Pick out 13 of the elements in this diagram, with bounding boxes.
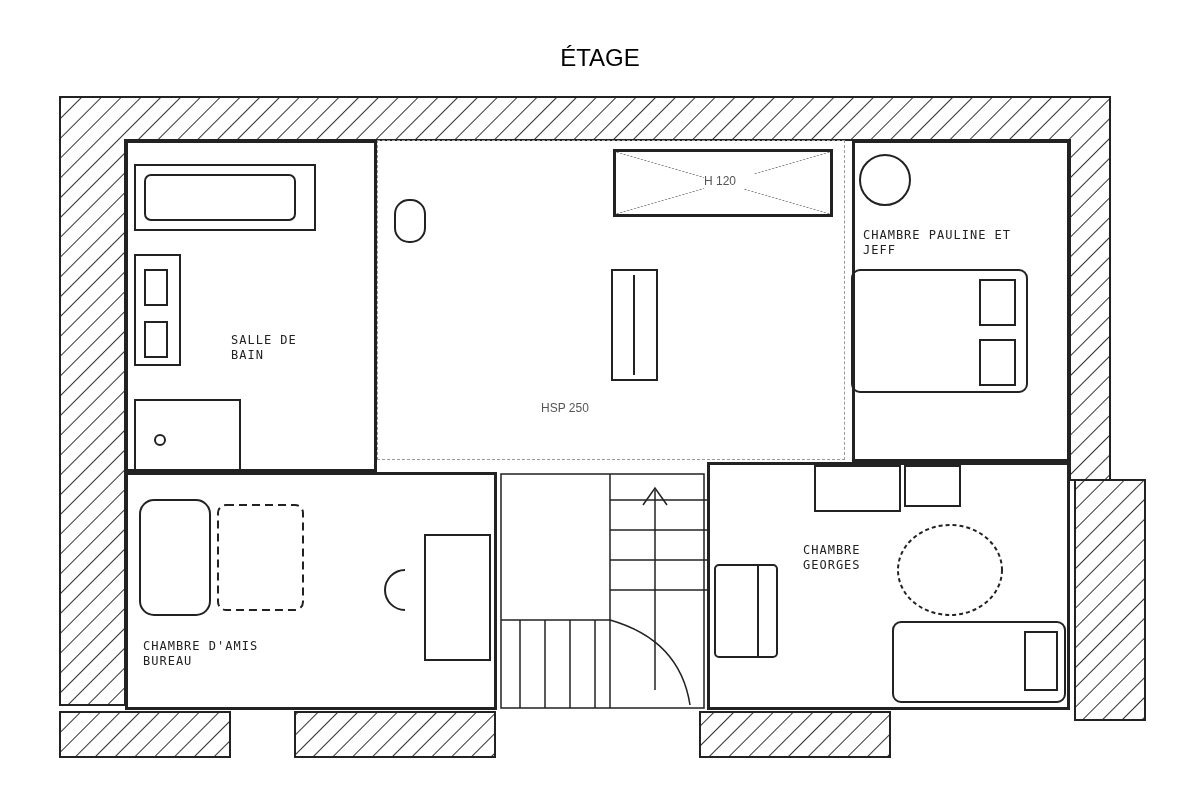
landing-area [377,140,845,460]
room-label: CHAMBRE GEORGES [803,543,862,573]
room [852,140,1070,462]
ceiling-height-label: HSP 250 [541,401,590,416]
room-label: CHAMBRE D'AMIS BUREAU [143,639,260,669]
height-label: H 120 [704,174,754,189]
room [125,140,377,472]
plan-title: ÉTAGE [560,44,640,72]
cupboard [613,149,833,217]
room-label: SALLE DE BAIN [231,333,298,363]
room [707,462,1070,710]
room [125,472,497,710]
room-label: CHAMBRE PAULINE ET JEFF [863,228,1013,258]
